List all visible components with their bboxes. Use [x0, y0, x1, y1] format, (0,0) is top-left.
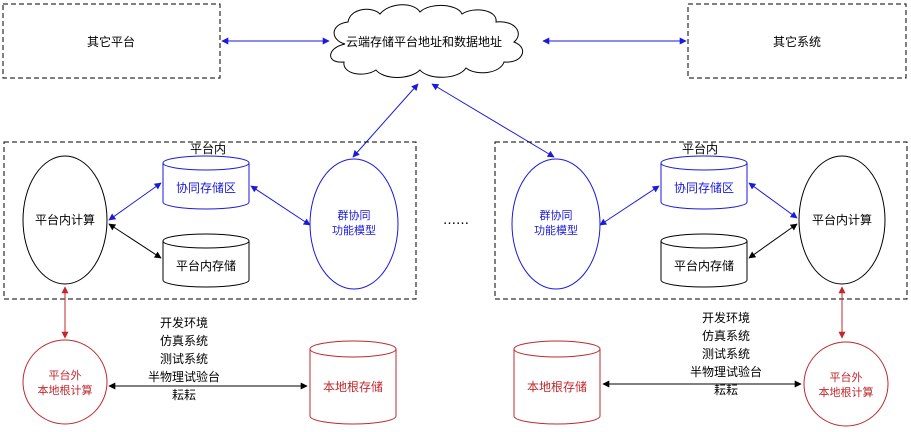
compute-left-ellipse — [22, 155, 108, 285]
env-left-item: 开发环境 — [160, 315, 208, 330]
arrow-collab-model-left — [250, 185, 311, 226]
swarm-model-left-label-2: 功能模型 — [332, 223, 376, 237]
cloud-shape — [330, 4, 524, 78]
ellipsis-label: …… — [443, 213, 469, 228]
env-left-item: 半物理试验台 — [148, 369, 220, 384]
arrow-model-collab-right — [599, 185, 660, 226]
swarm-model-right-label-2: 功能模型 — [534, 223, 578, 237]
other-platform-label: 其它平台 — [87, 34, 135, 49]
inner-storage-left-label: 平台内存储 — [176, 258, 236, 273]
local-root-storage-left-cylinder — [309, 340, 397, 425]
env-left-item: 耘耘 — [172, 388, 196, 402]
env-left-item: 仿真系统 — [160, 334, 208, 348]
swarm-model-right-label-1: 群协同 — [540, 208, 573, 222]
arrow-collab-compute-right — [748, 182, 798, 219]
compute-right-ellipse — [798, 155, 886, 285]
collab-storage-right-label: 协同存储区 — [674, 180, 734, 195]
env-list-right: 开发环境 仿真系统 测试系统 半物理试验台 耘耘 — [690, 310, 762, 397]
external-compute-right-label-2: 本地根计算 — [819, 385, 874, 399]
local-root-storage-right-label: 本地根存储 — [527, 379, 587, 394]
external-compute-right-label-1: 平台外 — [830, 370, 863, 384]
arrow-cloud-left-model — [352, 83, 419, 158]
arrow-cloud-right-model — [431, 83, 555, 158]
local-root-storage-left-label: 本地根存储 — [323, 379, 383, 394]
collab-storage-right-cylinder — [660, 155, 748, 210]
external-compute-left-label-2: 本地根计算 — [38, 383, 93, 397]
external-compute-right-circle — [803, 341, 889, 427]
arrow-inner-compute-right — [748, 223, 798, 259]
platform-left-label: 平台内 — [190, 141, 226, 156]
compute-left-label: 平台内计算 — [35, 212, 95, 227]
cloud-label: 云端存储平台地址和数据地址 — [346, 34, 502, 49]
arrow-compute-collab-left — [108, 182, 162, 221]
other-platform-box — [2, 3, 221, 79]
other-system-box — [687, 3, 907, 79]
env-right-item: 半物理试验台 — [690, 364, 762, 379]
collab-storage-left-label: 协同存储区 — [176, 180, 236, 195]
env-right-item: 仿真系统 — [702, 329, 750, 343]
env-right-item: 测试系统 — [702, 346, 750, 361]
inner-storage-left-cylinder — [162, 233, 250, 288]
compute-right-label: 平台内计算 — [812, 212, 872, 227]
inner-storage-right-cylinder — [660, 233, 748, 288]
env-left-item: 测试系统 — [160, 351, 208, 366]
env-right-item: 耘耘 — [714, 383, 738, 397]
platform-right-label: 平台内 — [682, 141, 718, 156]
platform-right-box — [494, 141, 908, 300]
external-compute-left-label-1: 平台外 — [49, 368, 82, 382]
other-system-label: 其它系统 — [773, 34, 821, 49]
external-compute-left-circle — [22, 339, 108, 425]
collab-storage-left-cylinder — [162, 155, 250, 210]
env-list-left: 开发环境 仿真系统 测试系统 半物理试验台 耘耘 — [148, 315, 220, 402]
env-right-item: 开发环境 — [702, 310, 750, 325]
platform-left-box — [3, 141, 417, 300]
local-root-storage-right-cylinder — [513, 340, 601, 425]
swarm-model-left-label-1: 群协同 — [338, 208, 371, 222]
arrow-compute-inner-left — [108, 223, 162, 259]
inner-storage-right-label: 平台内存储 — [674, 258, 734, 273]
